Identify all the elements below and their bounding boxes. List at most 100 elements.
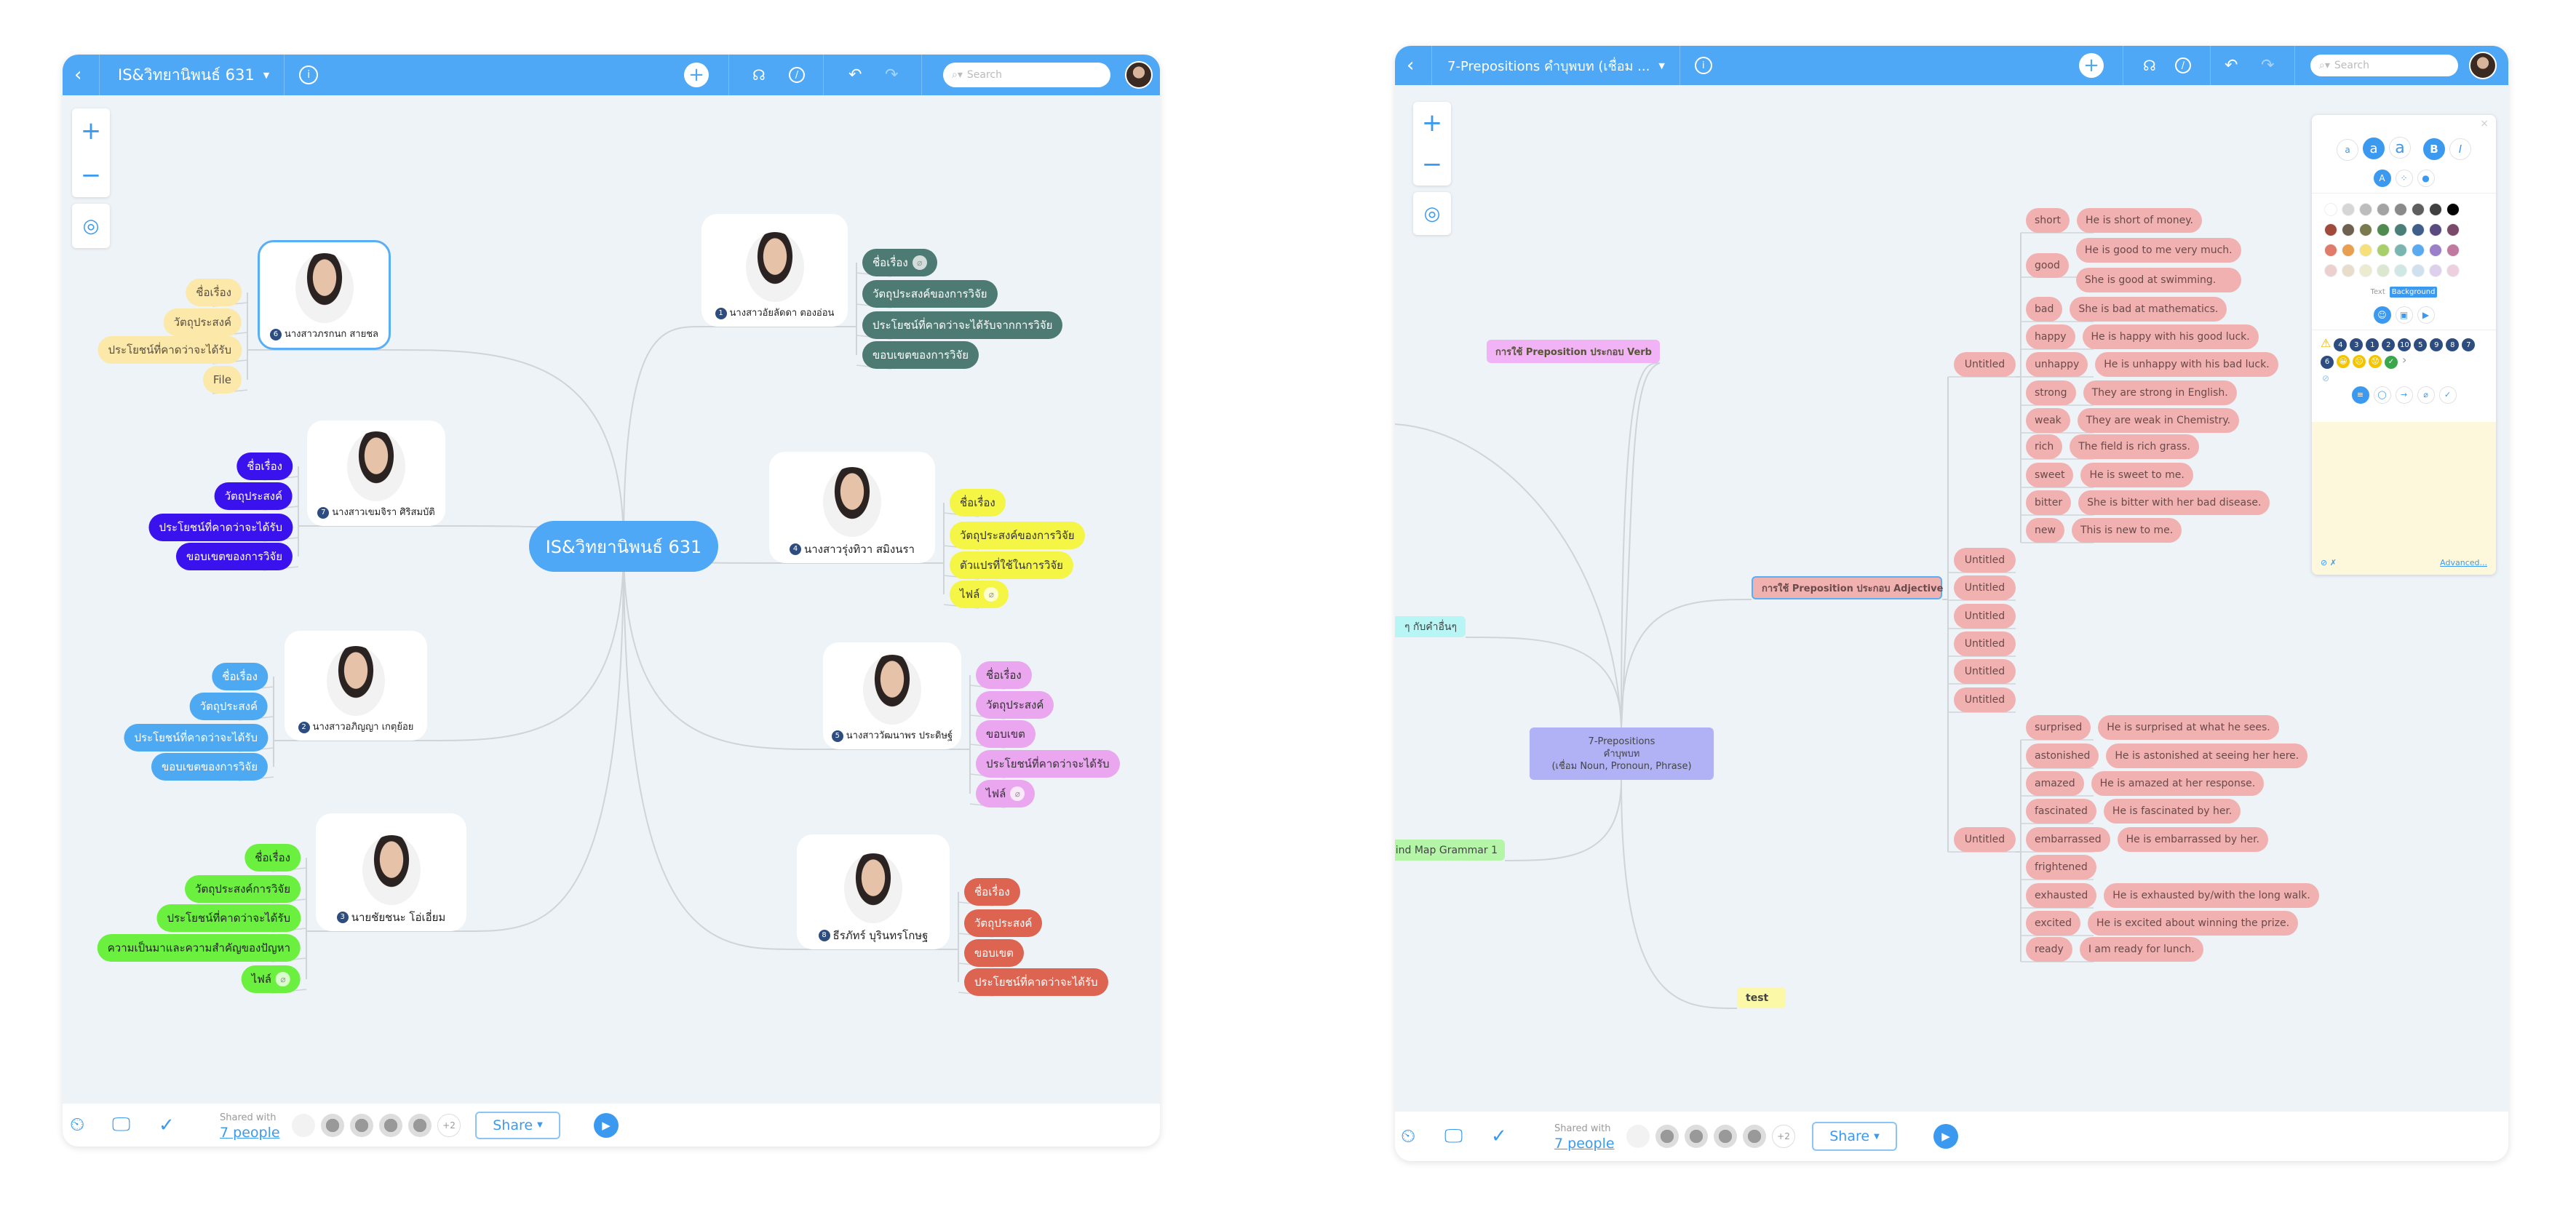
central-topic[interactable]: IS&วิทยานิพนธ์ 631 <box>529 521 718 572</box>
sentence-pill[interactable]: He is surprised at what he sees. <box>2098 715 2279 740</box>
sentence-pill[interactable]: He is amazed at her response. <box>2091 771 2265 796</box>
word-pill[interactable]: good <box>2026 252 2069 278</box>
attachment-icon[interactable]: ⌀ <box>276 972 290 986</box>
priority-marker-icon[interactable]: 4 <box>2334 338 2348 351</box>
subtopic-pill[interactable]: ประโยชน์ที่คาดว่าจะได้รับ <box>964 968 1108 996</box>
untitled-topic[interactable]: Untitled <box>1954 631 2016 656</box>
info-icon[interactable]: i <box>299 65 319 84</box>
word-pill[interactable]: amazed <box>2026 771 2084 796</box>
word-pill[interactable]: sweet <box>2026 463 2074 487</box>
untitled-topic[interactable]: Untitled <box>1954 548 2016 573</box>
topic-verb[interactable]: การใช้ Preposition ประกอบ Verb <box>1487 340 1660 363</box>
layout-tab[interactable]: ⁘ <box>2395 169 2413 187</box>
comment-button[interactable]: ◯ <box>2373 386 2391 404</box>
text-color-tab[interactable]: Text <box>2370 287 2385 296</box>
history-icon[interactable]: ⏲ <box>70 1114 85 1136</box>
sentence-pill[interactable]: She is bad at mathematics. <box>2070 297 2227 322</box>
word-pill[interactable]: short <box>2026 208 2070 233</box>
notes-button[interactable]: ≡ <box>2351 386 2369 404</box>
subtopic-pill[interactable]: ชื่อเรื่อง <box>186 279 242 306</box>
untitled-topic[interactable]: Untitled <box>1954 604 2016 629</box>
text-style-tab[interactable]: A <box>2373 169 2391 187</box>
zoom-out-button[interactable]: − <box>80 160 102 190</box>
subtopic-pill[interactable]: ชื่อเรื่อง⌀ <box>862 249 937 276</box>
color-swatch[interactable] <box>2359 263 2372 277</box>
color-swatch[interactable] <box>2359 223 2372 236</box>
map-title[interactable]: 7-Prepositions คำบุพบท (เชื่อม ... <box>1447 58 1650 74</box>
color-swatch[interactable] <box>2324 202 2337 216</box>
color-swatch[interactable] <box>2446 243 2460 257</box>
color-swatch[interactable] <box>2394 263 2407 277</box>
color-swatch[interactable] <box>2377 263 2390 277</box>
untitled-topic[interactable]: Untitled <box>1954 687 2016 712</box>
priority-marker-icon[interactable]: 10 <box>2398 338 2412 351</box>
word-pill[interactable]: strong <box>2026 380 2076 405</box>
emoji-tab[interactable]: ☺ <box>2373 306 2391 324</box>
color-swatch[interactable] <box>2412 202 2425 216</box>
sentence-pill[interactable]: He is sweet to me. <box>2080 463 2193 487</box>
color-swatch[interactable] <box>2377 202 2390 216</box>
image-tab[interactable]: ▣ <box>2395 306 2413 324</box>
undo-icon[interactable]: ↶ <box>848 65 862 84</box>
subtopic-pill[interactable]: วัตถุประสงค์ <box>976 691 1054 719</box>
subtopic-pill[interactable]: ขอบเขตของการวิจัย <box>862 341 979 369</box>
sentence-pill[interactable]: This is new to me. <box>2071 518 2182 543</box>
zoom-in-button[interactable]: + <box>1421 108 1443 137</box>
collaborator-avatar[interactable] <box>408 1113 432 1137</box>
subtopic-pill[interactable]: ขอบเขต <box>976 720 1035 748</box>
subtopic-pill[interactable]: วัตถุประสงค์ของการวิจัย <box>950 522 1085 549</box>
collaborator-avatar[interactable] <box>1743 1125 1766 1148</box>
color-swatch[interactable] <box>2359 243 2372 257</box>
close-icon[interactable]: × <box>2480 118 2489 129</box>
chevron-down-icon[interactable]: ▼ <box>263 70 270 80</box>
sentence-pill[interactable]: I am ready for lunch. <box>2079 937 2203 962</box>
subtopic-pill[interactable]: ไฟล์⌀ <box>241 965 301 993</box>
collaborator-avatar[interactable] <box>1655 1125 1679 1148</box>
subtopic-pill[interactable]: ชื่อเรื่อง <box>950 489 1006 517</box>
zoom-out-button[interactable]: − <box>1421 150 1443 180</box>
sentence-pill[interactable]: He is exhausted by/with the long walk. <box>2104 883 2319 908</box>
warning-icon[interactable]: ⚠ <box>2321 335 2331 350</box>
priority-marker-icon[interactable]: 1 <box>2366 338 2380 351</box>
priority-marker-icon[interactable]: 9 <box>2430 338 2444 351</box>
priority-marker-icon[interactable]: 5 <box>2414 338 2428 351</box>
color-swatch[interactable] <box>2324 243 2337 257</box>
undo-icon[interactable]: ↶ <box>2225 56 2238 75</box>
no-entry-icon[interactable]: / <box>2175 57 2191 73</box>
word-pill[interactable]: bad <box>2026 297 2063 322</box>
subtopic-pill[interactable]: วัตถุประสงค์ <box>214 482 293 510</box>
color-swatch[interactable] <box>2429 243 2442 257</box>
bold-button[interactable]: B <box>2423 137 2445 160</box>
subtopic-pill[interactable]: ชื่อเรื่อง <box>245 844 301 872</box>
collaborator-avatar[interactable] <box>292 1113 315 1137</box>
word-pill[interactable]: ready <box>2026 937 2072 962</box>
sentence-pill[interactable]: He is excited about winning the prize. <box>2087 911 2299 936</box>
add-topic-button[interactable]: + <box>684 63 709 87</box>
subtopic-pill[interactable]: ประโยชน์ที่คาดว่าจะได้รับ <box>976 750 1120 778</box>
subtopic-pill[interactable]: ไฟล์⌀ <box>976 780 1035 808</box>
history-icon[interactable]: ⏲ <box>1401 1125 1416 1147</box>
smiley-icon[interactable]: 😟 <box>2369 354 2382 368</box>
font-size-small[interactable]: a <box>2337 138 2358 161</box>
subtopic-pill[interactable]: ประโยชน์ที่คาดว่าจะได้รับ <box>156 904 301 932</box>
subtopic-pill[interactable]: วัตถุประสงค์ <box>163 308 242 336</box>
subtopic-pill[interactable]: ประโยชน์ที่คาดว่าจะได้รับจากการวิจัย <box>862 311 1063 339</box>
play-button[interactable]: ▶ <box>594 1112 619 1138</box>
info-icon[interactable]: i <box>1694 57 1712 74</box>
subtopic-pill[interactable]: ความเป็นมาและความสำคัญของปัญหา <box>97 934 301 962</box>
color-swatch[interactable] <box>2446 263 2460 277</box>
back-icon[interactable]: ‹ <box>74 64 82 86</box>
share-button[interactable]: Share▼ <box>1812 1122 1897 1151</box>
color-swatch[interactable] <box>2359 202 2372 216</box>
subtopic-pill[interactable]: ไฟล์⌀ <box>950 581 1009 608</box>
smiley-icon[interactable]: 😀 <box>2337 354 2350 368</box>
word-pill[interactable]: weak <box>2026 408 2070 433</box>
priority-marker-icon[interactable]: 6 <box>2321 355 2334 369</box>
sentence-pill[interactable]: He is good to me very much. <box>2075 238 2241 263</box>
font-size-medium[interactable]: a <box>2363 137 2385 159</box>
attachment-button[interactable]: ⌀ <box>2417 386 2435 404</box>
